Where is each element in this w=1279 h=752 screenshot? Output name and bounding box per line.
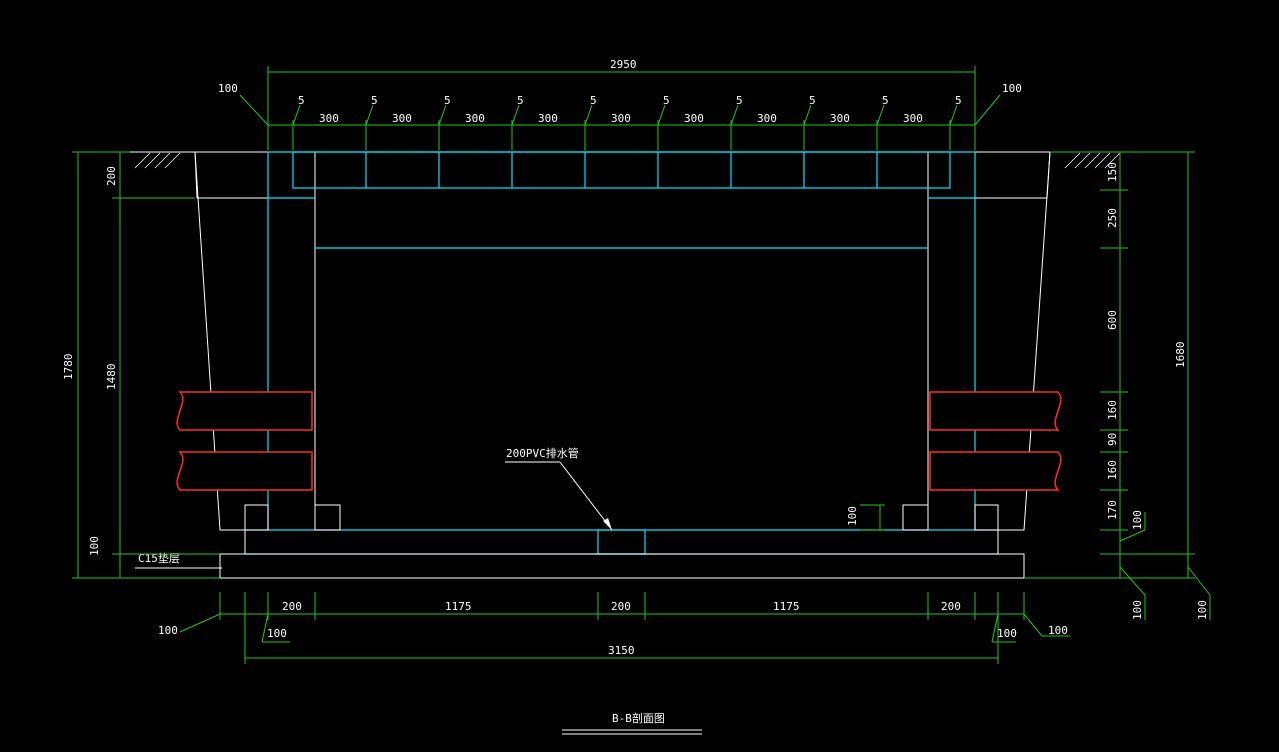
bottom-seg-dim: 1175 [773,600,800,613]
cell-dim: 300 [903,112,923,125]
right-lower-pipe [929,451,1062,491]
gap-dim: 5 [590,94,597,107]
top-dimensions: 2950 100 100 5 5 5 5 5 5 5 5 5 5 300 300 [218,58,1022,150]
right-seg-dim: 90 [1106,433,1119,446]
gap-dim: 5 [736,94,743,107]
bottom-right-inner-dim: 100 [997,627,1017,640]
drain-pipe-leader: 200PVC排水管 [505,446,613,531]
left-upper-pipe [176,391,313,431]
top-left-edge-dim: 100 [218,82,238,95]
bottom-seg-dim: 200 [611,600,631,613]
right-dimensions: 150 250 600 160 90 160 170 1680 100 100 … [846,151,1211,620]
title-text: B-B剖面图 [612,711,665,725]
left-top-dim: 200 [105,166,118,186]
drain-pipe-label: 200PVC排水管 [506,446,579,460]
bottom-seg-dim: 200 [282,600,302,613]
cell-dim: 300 [392,112,412,125]
bottom-right-outer-dim: 100 [1048,624,1068,637]
left-dimensions: 1780 200 1480 100 [62,151,220,579]
bottom-left-outer-dim: 100 [158,624,178,637]
right-upper-pipe [929,391,1062,431]
cell-dim: 300 [538,112,558,125]
left-mid-dim: 1480 [105,364,118,391]
cell-dim: 300 [684,112,704,125]
cell-dim: 300 [319,112,339,125]
bottom-slab [244,529,999,555]
right-seg-dim: 600 [1106,310,1119,330]
right-seg-dim: 170 [1106,500,1119,520]
left-total-dim: 1780 [62,354,75,381]
bottom-dimensions: 100 100 100 100 200 1175 200 1175 200 31… [158,592,1070,664]
gap-dim: 5 [444,94,451,107]
cell-dim: 300 [830,112,850,125]
bottom-seg-dim: 1175 [445,600,472,613]
top-right-edge-dim: 100 [1002,82,1022,95]
cushion-layer [219,553,1025,579]
cell-dim: 300 [757,112,777,125]
right-seg-dim: 250 [1106,208,1119,228]
gap-dim: 5 [955,94,962,107]
gap-dim: 5 [371,94,378,107]
bottom-seg-dim: 200 [941,600,961,613]
right-seg-dim: 160 [1106,400,1119,420]
bottom-left-inner-dim: 100 [267,627,287,640]
left-bottom-dim: 100 [88,536,101,556]
gap-dim: 5 [517,94,524,107]
right-seg-dim: 160 [1106,460,1119,480]
top-total-dim: 2950 [610,58,637,71]
cushion-label: C15垫层 [138,551,180,565]
right-bottom-outer-dim: 100 [1196,600,1209,620]
gap-dim: 5 [809,94,816,107]
drawing-title: B-B剖面图 [562,711,702,735]
bottom-total-dim: 3150 [608,644,635,657]
right-step-dim: 100 [1131,510,1144,530]
cover-slab [267,151,976,530]
cell-dim: 300 [611,112,631,125]
right-seg-dim: 150 [1106,162,1119,182]
left-lower-pipe [176,451,313,491]
inner-step-dim: 100 [846,506,859,526]
gap-dim: 5 [882,94,889,107]
ground-line [105,151,1135,169]
right-total-dim: 1680 [1174,342,1187,369]
gap-dim: 5 [298,94,305,107]
cell-dim: 300 [465,112,485,125]
support-blocks [244,504,999,531]
right-bottom-inner-dim: 100 [1131,600,1144,620]
gap-dim: 5 [663,94,670,107]
